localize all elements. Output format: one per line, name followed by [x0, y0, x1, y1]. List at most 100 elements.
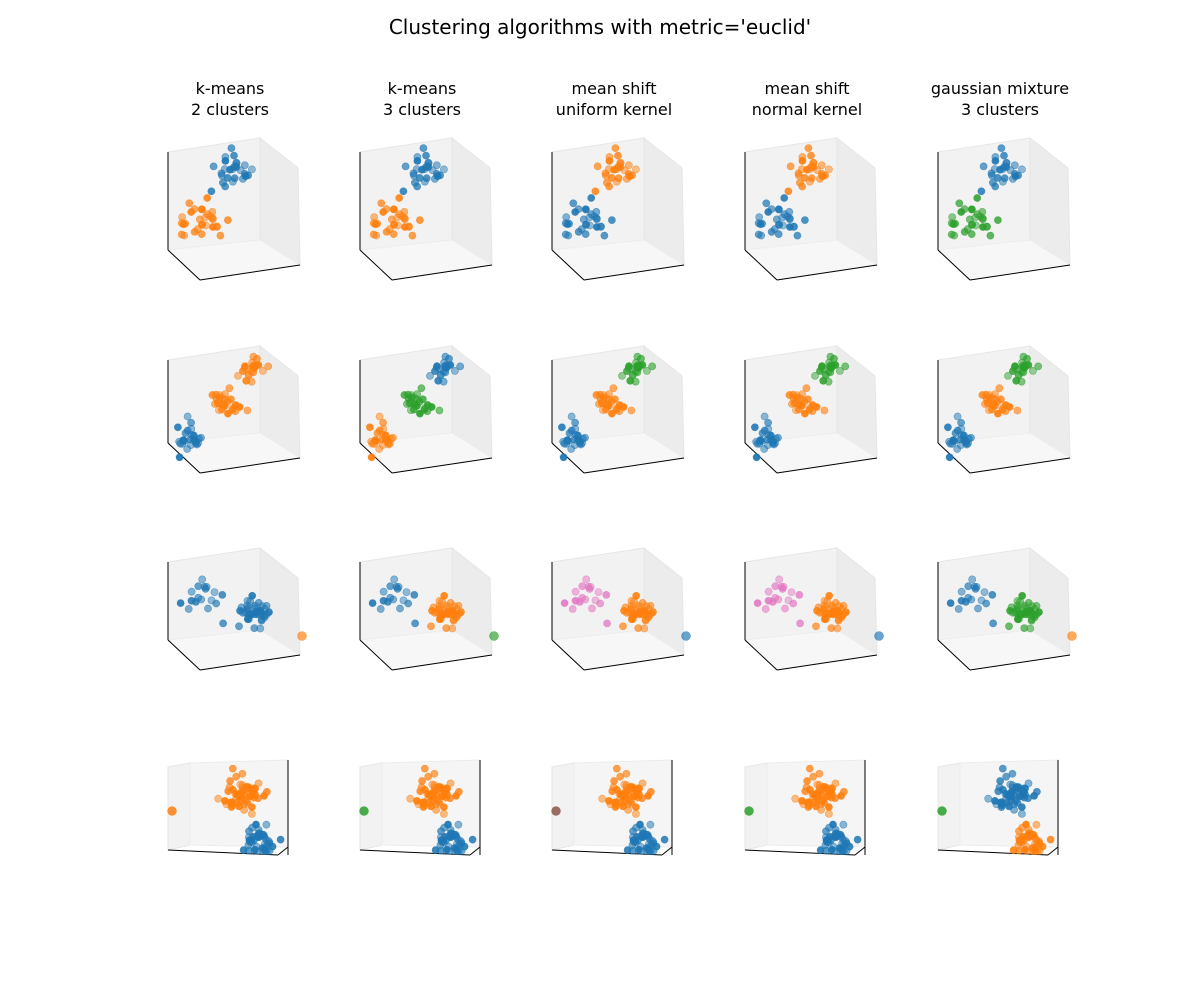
- data-point: [630, 837, 638, 846]
- data-point: [235, 622, 243, 631]
- subplot-r0-c1: [358, 136, 494, 281]
- data-point: [961, 436, 970, 445]
- data-point: [175, 453, 184, 462]
- data-point: [559, 453, 568, 462]
- data-point: [780, 194, 789, 202]
- subplot-r2-c2: [550, 546, 691, 671]
- data-point: [822, 609, 831, 618]
- data-point: [383, 598, 392, 606]
- data-point: [957, 418, 965, 427]
- data-point: [215, 393, 224, 402]
- data-point: [830, 354, 838, 363]
- data-point: [998, 764, 1007, 773]
- data-point: [571, 208, 580, 216]
- data-point: [257, 616, 266, 625]
- data-point: [616, 772, 625, 781]
- data-point: [811, 791, 820, 800]
- data-point: [242, 785, 251, 793]
- data-point: [798, 401, 806, 410]
- data-point: [605, 401, 613, 410]
- data-point: [208, 215, 217, 224]
- data-point: [628, 370, 637, 379]
- data-point: [957, 424, 966, 433]
- data-point: [632, 165, 640, 174]
- data-point: [785, 215, 794, 224]
- data-point: [761, 605, 770, 613]
- data-point: [978, 207, 987, 216]
- data-point: [758, 219, 766, 228]
- data-point: [571, 587, 580, 596]
- column-title-kmeans-3: k-means 3 clusters: [327, 78, 517, 120]
- data-point: [825, 810, 833, 818]
- data-point: [825, 165, 833, 174]
- data-point: [187, 587, 196, 596]
- column-title-line2: 3 clusters: [960, 100, 1039, 119]
- data-point: [416, 787, 425, 796]
- data-point: [991, 401, 999, 410]
- data-point: [818, 172, 827, 181]
- x-axis-line: [391, 457, 493, 474]
- data-point: [660, 835, 669, 844]
- x-axis-line: [776, 264, 878, 281]
- data-point: [874, 631, 884, 641]
- data-point: [575, 598, 584, 606]
- column-title-line1: k-means: [195, 79, 265, 98]
- data-point: [798, 182, 807, 191]
- data-point: [620, 606, 628, 615]
- data-point: [1004, 791, 1013, 800]
- data-point: [801, 216, 809, 224]
- data-point: [204, 604, 212, 613]
- data-point: [258, 602, 267, 610]
- data-point: [641, 616, 650, 625]
- x-axis-line: [969, 264, 1071, 281]
- data-point: [262, 787, 271, 796]
- data-point: [785, 207, 794, 216]
- data-point: [1009, 846, 1018, 854]
- data-point: [428, 606, 436, 615]
- data-point: [249, 787, 257, 795]
- y-axis-line: [854, 846, 866, 856]
- data-point: [395, 194, 404, 202]
- data-point: [450, 366, 459, 375]
- data-point: [1010, 800, 1018, 809]
- data-point: [839, 610, 848, 619]
- y-axis-line: [744, 442, 778, 474]
- data-point: [968, 575, 977, 584]
- data-point: [224, 787, 233, 796]
- x-axis-line: [391, 654, 493, 671]
- data-point: [811, 371, 819, 380]
- data-point: [614, 151, 622, 160]
- data-point: [774, 205, 783, 214]
- data-point: [441, 787, 449, 795]
- data-point: [1017, 377, 1026, 386]
- data-point: [449, 616, 458, 625]
- data-point: [812, 622, 820, 631]
- data-point: [179, 436, 188, 444]
- data-point: [401, 162, 410, 171]
- data-point: [454, 787, 463, 796]
- y-axis-line: [359, 639, 393, 671]
- data-point: [297, 631, 307, 641]
- data-point: [264, 837, 273, 846]
- data-point: [184, 605, 193, 613]
- data-point: [413, 153, 422, 161]
- data-point: [793, 231, 802, 240]
- data-point: [247, 165, 256, 174]
- data-point: [578, 582, 587, 591]
- x-axis-line: [199, 457, 301, 474]
- data-point: [419, 144, 428, 152]
- data-point: [1018, 810, 1026, 818]
- data-point: [254, 833, 263, 841]
- data-point: [619, 622, 627, 631]
- data-point: [440, 823, 448, 832]
- column-title-line1: gaussian mixture: [930, 79, 1070, 98]
- x-axis-line: [583, 654, 685, 671]
- data-point: [618, 791, 627, 800]
- data-point: [756, 436, 765, 444]
- data-point: [368, 599, 377, 607]
- data-point: [764, 424, 773, 433]
- data-point: [800, 173, 809, 182]
- column-title-line2: uniform kernel: [555, 100, 673, 119]
- data-point: [681, 631, 691, 641]
- data-point: [627, 365, 636, 373]
